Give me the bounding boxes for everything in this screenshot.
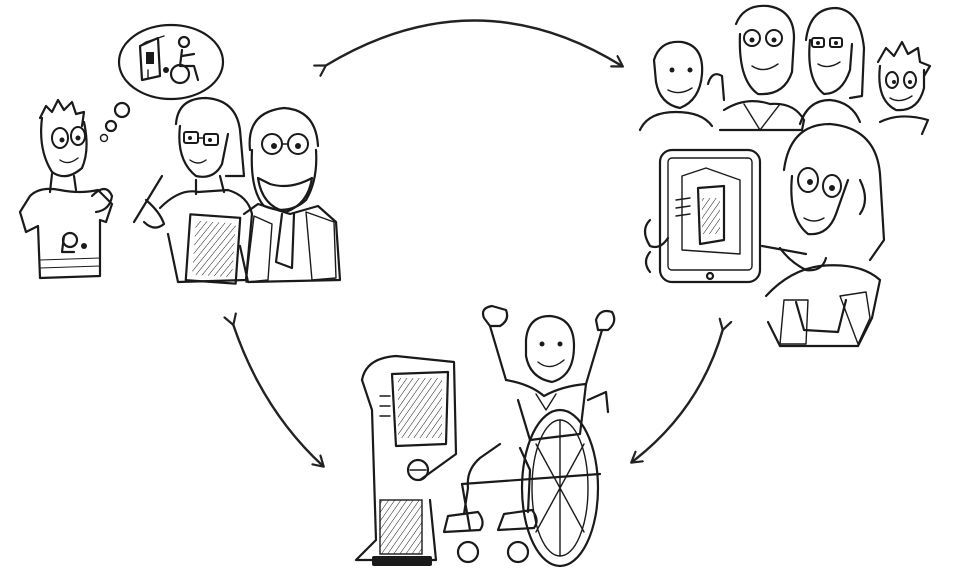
stakeholder-woman: [798, 6, 866, 126]
arrow-research-use: [233, 324, 323, 466]
old-man-with-beard: [238, 106, 342, 284]
thought-bubble: [99, 23, 225, 143]
young-man-thinking: [18, 98, 114, 280]
tablet-icon: [658, 148, 762, 284]
design-group: [638, 4, 932, 348]
research-group: [18, 23, 342, 285]
wheelchair-user-cheering: [442, 304, 616, 568]
designer-with-tablet: [643, 122, 886, 348]
use-group: [354, 304, 616, 568]
arrow-design-use: [632, 329, 723, 462]
self-service-kiosk: [354, 354, 458, 566]
woman-with-glasses: [132, 96, 254, 285]
building-icon: [138, 35, 165, 82]
stakeholder-group: [638, 4, 932, 136]
stakeholder-bald-man: [638, 40, 714, 132]
arrow-research-design: [325, 19, 622, 67]
stakeholder-young-man: [876, 40, 932, 136]
stakeholder-old-man: [706, 4, 806, 132]
wheelchair-user-icon: [163, 35, 200, 85]
